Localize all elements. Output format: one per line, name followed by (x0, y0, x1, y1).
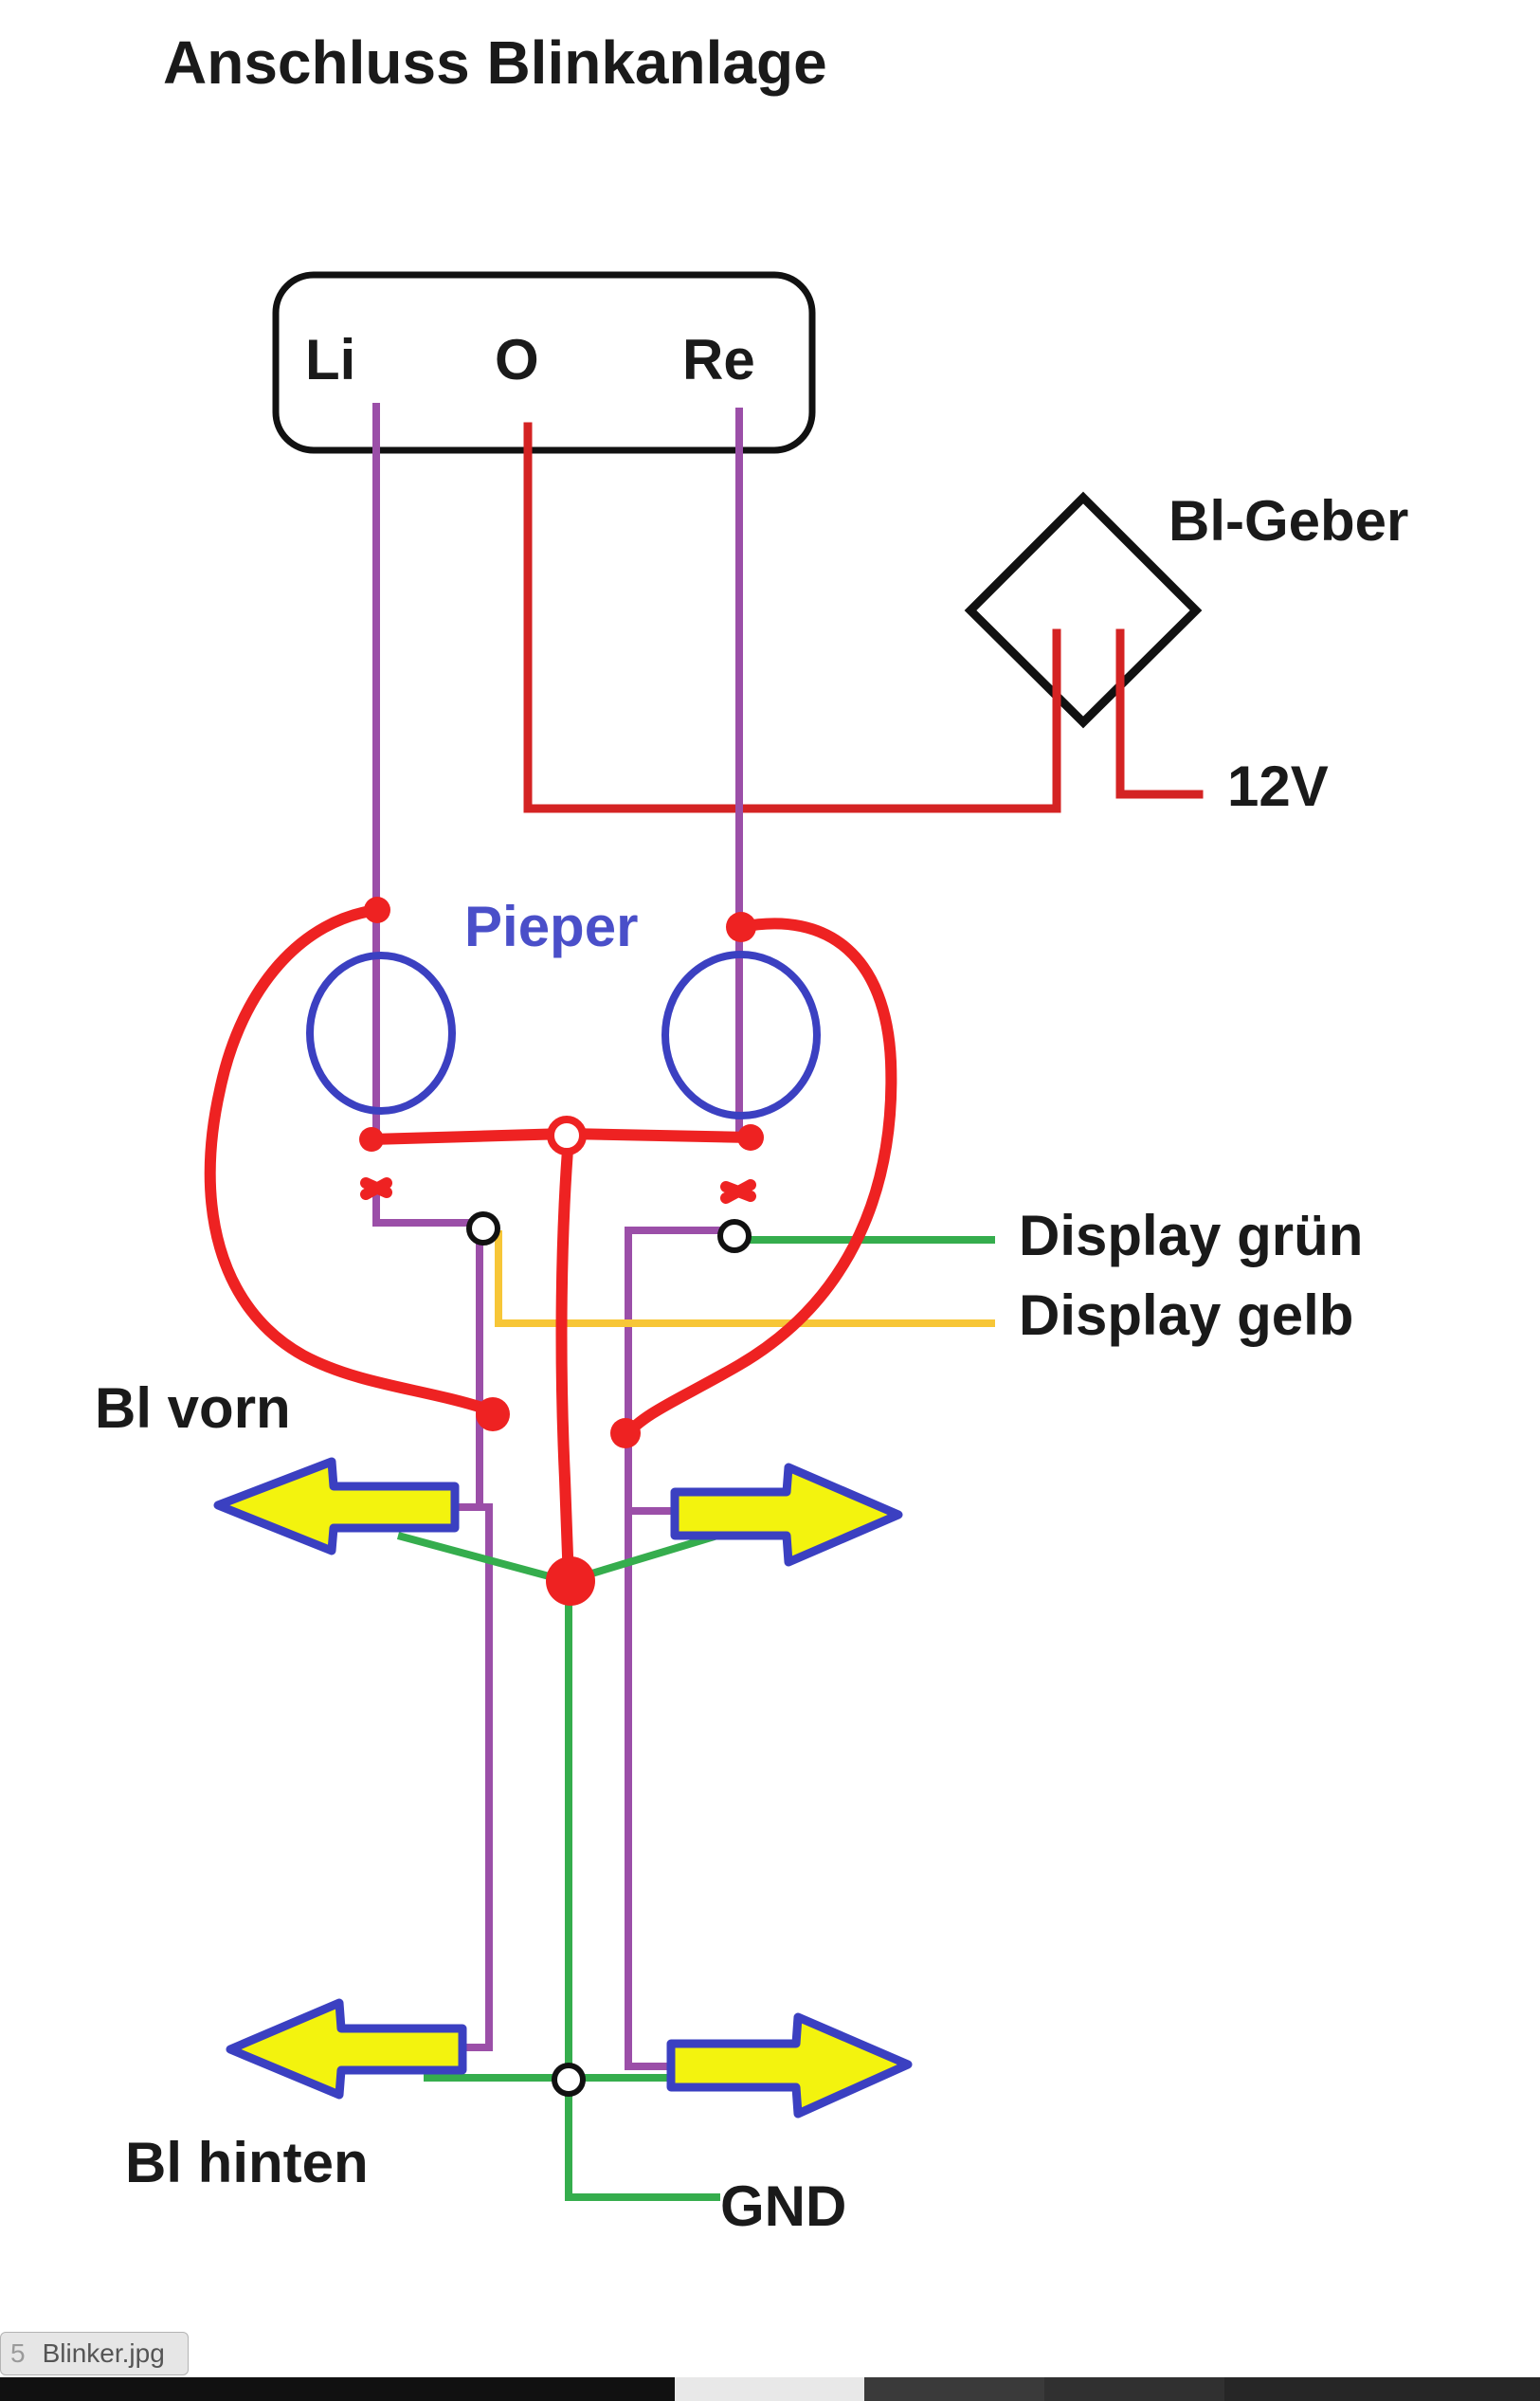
diagram-title: Anschluss Blinkanlage (163, 28, 827, 97)
strip-segment[interactable] (864, 2377, 1044, 2401)
display-green-label: Display grün (1019, 1204, 1363, 1267)
markup-trunk (555, 1132, 574, 1587)
node-right (717, 1219, 752, 1253)
front-right-indicator (670, 1463, 903, 1567)
strip-segment[interactable] (1224, 2377, 1540, 2401)
buzzer-label: Pieper (464, 895, 638, 958)
markup-right-loop (620, 918, 897, 1442)
switch-supply-wire (523, 422, 1061, 813)
node-left (466, 1211, 500, 1246)
supply-12v-wire (1115, 628, 1204, 799)
node-ground (552, 2063, 586, 2097)
strip-segment-active[interactable] (675, 2377, 864, 2401)
file-name: Blinker.jpg (42, 2338, 165, 2368)
turn-switch-box (272, 271, 816, 454)
connection-nodes (466, 1211, 752, 2097)
markup-left-loop (204, 904, 500, 1428)
rear-right-indicator (666, 2012, 913, 2119)
supply-wiring (523, 422, 1204, 813)
rear-left-indicator (226, 1998, 467, 2100)
front-indicator-label: Bl vorn (95, 1376, 291, 1440)
ground-label: GND (720, 2174, 846, 2238)
markup-cut-left (360, 1177, 392, 1200)
bottom-thumbnail-strip (0, 2377, 1540, 2401)
switch-label-center: O (495, 328, 539, 391)
front-left-indicator (213, 1457, 460, 1555)
file-name-chip[interactable]: 5 Blinker.jpg (0, 2332, 189, 2375)
display-yellow-label: Display gelb (1019, 1283, 1353, 1347)
buzzer-right (661, 951, 821, 1119)
rear-indicator-label: Bl hinten (125, 2131, 369, 2194)
buzzers (306, 951, 821, 1119)
supply-label: 12V (1227, 755, 1329, 818)
buzzer-left (306, 952, 456, 1115)
markup-cut-right (720, 1179, 756, 1204)
flasher-label: Bl-Geber (1169, 489, 1408, 553)
strip-segment[interactable] (1044, 2377, 1224, 2401)
switch-label-left: Li (305, 328, 355, 391)
strip-segment-dark (0, 2377, 675, 2401)
switch-label-right: Re (682, 328, 755, 391)
flasher-unit (964, 491, 1203, 729)
file-index: 5 (10, 2338, 26, 2368)
red-markup-dots (359, 897, 764, 1606)
